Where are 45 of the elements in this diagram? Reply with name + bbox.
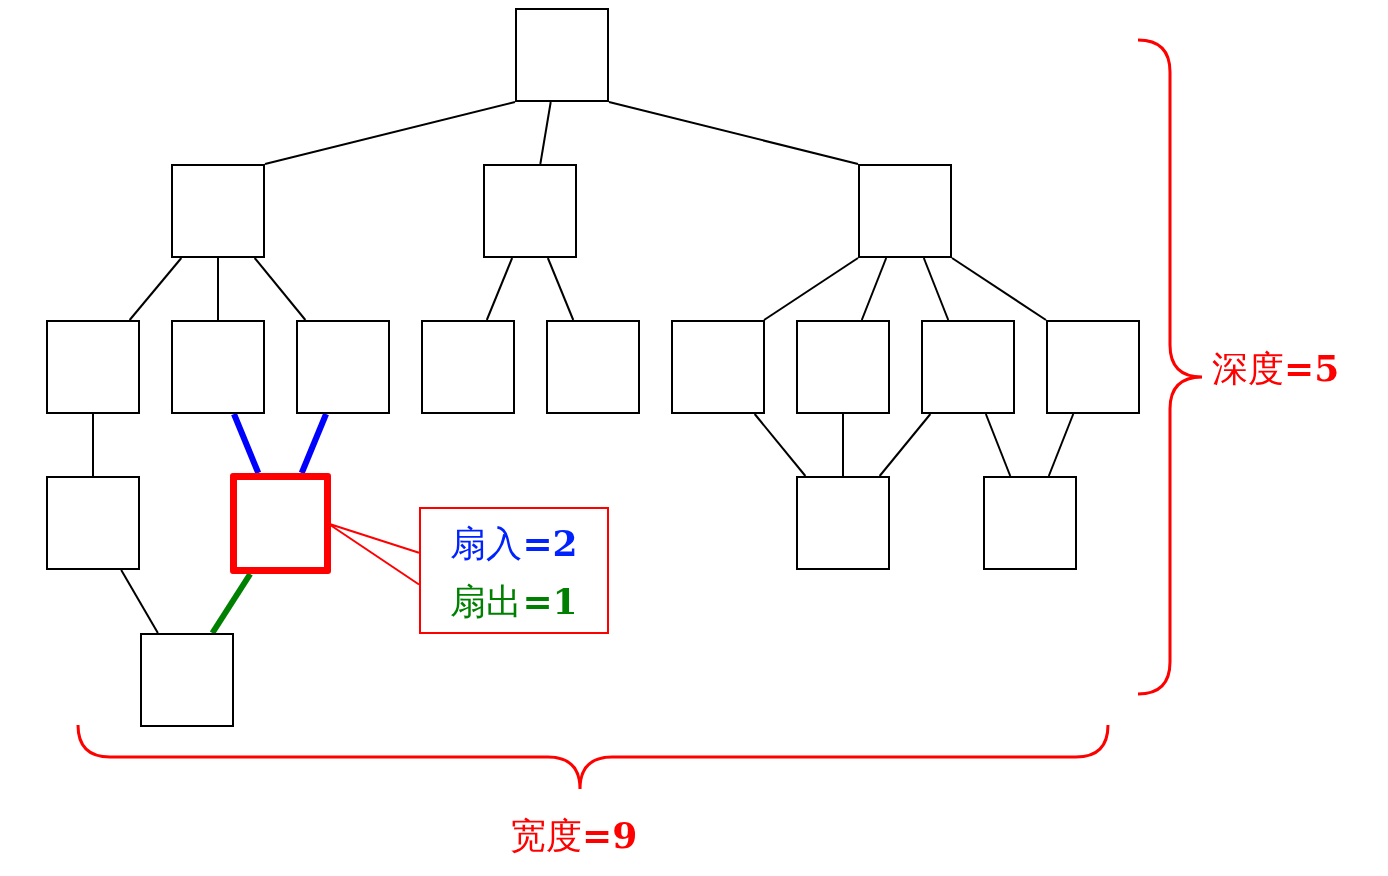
module-box bbox=[546, 320, 640, 414]
connector-line bbox=[951, 257, 1047, 321]
module-box bbox=[140, 633, 234, 727]
module-box bbox=[171, 320, 265, 414]
connector-line bbox=[264, 101, 516, 165]
connector-line bbox=[842, 413, 844, 477]
module-box bbox=[46, 476, 140, 570]
connector-line bbox=[546, 257, 575, 321]
connector-line bbox=[485, 257, 514, 321]
connector-line bbox=[539, 101, 552, 165]
connector-line bbox=[878, 413, 932, 477]
module-box bbox=[171, 164, 265, 258]
module-box bbox=[1046, 320, 1140, 414]
module-box bbox=[671, 320, 765, 414]
connector-line bbox=[120, 569, 159, 634]
module-box bbox=[483, 164, 577, 258]
connector-line bbox=[92, 413, 94, 477]
connector-line bbox=[209, 572, 253, 635]
module-box bbox=[296, 320, 390, 414]
module-box bbox=[515, 8, 609, 102]
module-box bbox=[921, 320, 1015, 414]
connector-line bbox=[253, 257, 307, 321]
connector-line bbox=[922, 257, 950, 321]
connector-line bbox=[128, 257, 183, 321]
module-box bbox=[858, 164, 952, 258]
depth-label: 深度=5 bbox=[1212, 348, 1340, 389]
callout-box bbox=[419, 507, 609, 634]
connector-line bbox=[860, 257, 888, 321]
callout-text: 扇入=2 bbox=[449, 523, 579, 564]
module-box bbox=[796, 320, 890, 414]
connector-line bbox=[231, 412, 262, 475]
module-box bbox=[796, 476, 890, 570]
connector-line bbox=[1047, 413, 1075, 477]
module-box bbox=[421, 320, 515, 414]
connector-line bbox=[984, 413, 1012, 477]
connector-line bbox=[298, 412, 329, 475]
connector-line bbox=[763, 257, 859, 321]
module-box bbox=[983, 476, 1077, 570]
highlighted-box bbox=[230, 473, 331, 574]
connector-line bbox=[217, 257, 219, 321]
width-label: 宽度=9 bbox=[510, 815, 638, 856]
connector-line bbox=[753, 413, 807, 477]
callout-text: 扇出=1 bbox=[449, 581, 579, 622]
module-box bbox=[46, 320, 140, 414]
connector-line bbox=[608, 101, 859, 165]
